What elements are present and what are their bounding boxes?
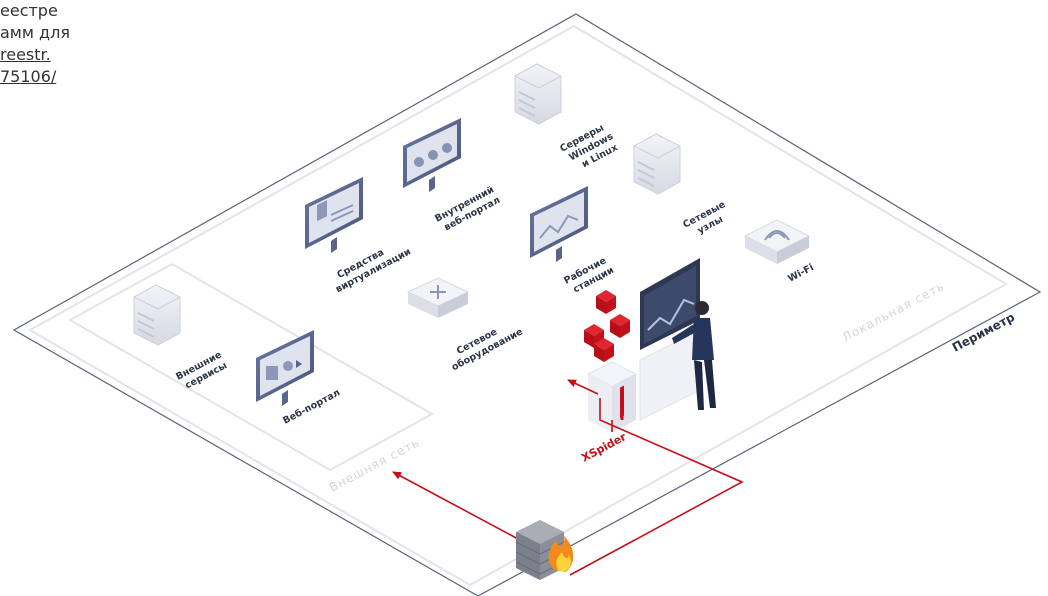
top-note-line1: еестре: [0, 1, 58, 20]
network-nodes-label: Сетевые узлы: [681, 199, 727, 236]
local-network-zone: [27, 24, 1008, 587]
operator-workstation[interactable]: [639, 258, 701, 421]
server-icon[interactable]: [633, 133, 681, 195]
perimeter-zone: [12, 13, 1042, 596]
perimeter-label: Периметр: [950, 310, 1018, 355]
monitor-icon[interactable]: [403, 118, 461, 192]
vulnerability-cubes: [584, 290, 630, 362]
virtualization-label: Средства виртуализации: [334, 246, 413, 295]
web-portal-label: Веб-портал: [281, 387, 342, 426]
servers-label: Серверы Windows и Linux: [558, 122, 619, 170]
monitor-icon[interactable]: [256, 330, 314, 406]
local-network-label: Локальная сеть: [840, 279, 947, 345]
firewall-icon: [515, 520, 574, 580]
wifi-label: Wi-Fi: [786, 262, 815, 285]
top-note-link1[interactable]: reestr.: [0, 45, 51, 64]
top-note: еестре амм для reestr. 75106/: [0, 0, 100, 88]
server-icon[interactable]: [133, 284, 181, 346]
top-note-line2: амм для: [0, 23, 70, 42]
scan-lines: [392, 379, 744, 576]
router-icon[interactable]: [406, 277, 470, 318]
external-network-zone: [67, 262, 435, 472]
top-note-link2[interactable]: 75106/: [0, 67, 57, 86]
workstations-label: Рабочие станции: [562, 255, 616, 295]
xspider-label: XSpider: [579, 430, 629, 465]
network-equipment-label: Сетевое оборудование: [450, 326, 525, 373]
server-icon[interactable]: [514, 63, 562, 125]
person-icon: [672, 301, 716, 410]
monitor-icon[interactable]: [305, 177, 363, 253]
external-services-label: Внешние сервисы: [174, 349, 229, 391]
internal-portal-label: Внутренний веб-портал: [433, 184, 502, 233]
monitor-icon[interactable]: [530, 186, 588, 262]
wifi-router-icon[interactable]: [743, 219, 811, 264]
